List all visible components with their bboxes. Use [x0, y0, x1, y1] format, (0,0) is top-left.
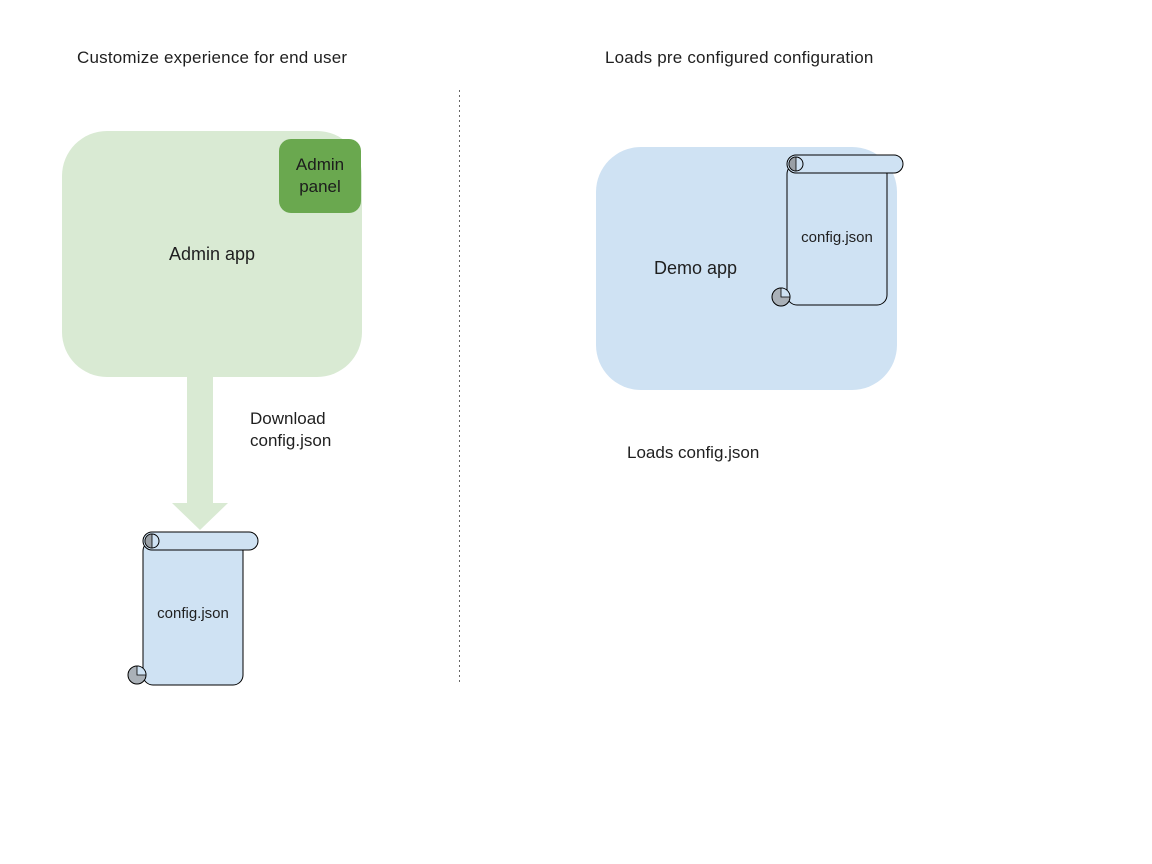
- download-arrow-icon: [172, 377, 228, 530]
- section-divider: [459, 90, 460, 685]
- config-json-label-left: config.json: [157, 605, 229, 622]
- scroll-curl-top-shade: [788, 156, 797, 172]
- admin-panel-box: Admin panel: [279, 139, 361, 213]
- loads-config-caption: Loads config.json: [627, 443, 760, 462]
- scroll-roll-top: [786, 154, 904, 174]
- config-json-label-right: config.json: [801, 229, 873, 246]
- admin-app-label: Admin app: [168, 243, 256, 264]
- demo-app-label: Demo app: [654, 258, 738, 278]
- download-arrow-shape: [172, 377, 228, 530]
- config-json-file-left: config.json: [127, 531, 259, 686]
- scroll-curl-top-shade: [144, 533, 153, 549]
- scroll-curl-bottom-notch: [136, 665, 147, 676]
- config-json-file-right: config.json: [771, 154, 904, 307]
- download-caption: Download config.json: [250, 409, 332, 450]
- scroll-curl-bottom-notch: [780, 287, 791, 298]
- left-section-title: Customize experience for end user: [77, 48, 348, 67]
- admin-app-box: Admin app Admin panel: [62, 131, 362, 377]
- scroll-roll-top: [142, 531, 259, 551]
- right-section-title: Loads pre configured configuration: [605, 48, 874, 67]
- admin-panel-label: Admin panel: [295, 155, 345, 196]
